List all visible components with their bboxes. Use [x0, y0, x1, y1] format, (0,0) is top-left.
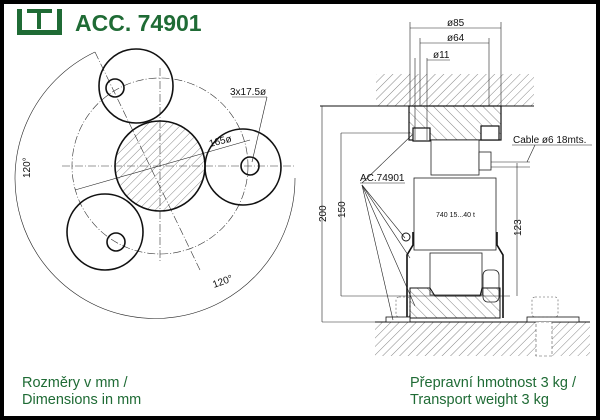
height-123-label: 123: [513, 219, 524, 236]
drawing-sheet: ACC. 74901 3x17.5ø 165ø 120° 120°: [4, 4, 596, 416]
pitch-diameter-label: 165ø: [208, 134, 233, 150]
weight-note-en: Transport weight 3 kg: [410, 392, 549, 408]
dimensions-note-cz: Rozměry v mm /: [22, 375, 129, 391]
brand-logo: [17, 9, 62, 35]
angle-label-bottom: 120°: [211, 273, 234, 290]
load-cell-body: [413, 177, 497, 251]
plan-view: 3x17.5ø 165ø 120° 120°: [14, 48, 296, 319]
angle-label-left: 120°: [22, 157, 33, 178]
dimensions-note-en: Dimensions in mm: [22, 392, 141, 408]
height-150-label: 150: [337, 201, 348, 218]
side-view: ø85 ø64 ø11 740 15...40 t 200 150 123: [318, 18, 592, 357]
cell-label: 740 15...40 t: [436, 212, 475, 219]
height-200-label: 200: [318, 205, 329, 222]
page-title: ACC. 74901: [75, 10, 202, 36]
dia-11-label: ø11: [433, 50, 450, 61]
technical-drawing: ACC. 74901 3x17.5ø 165ø 120° 120°: [14, 9, 592, 408]
dia-64-label: ø64: [447, 33, 465, 44]
weight-note-cz: Přepravní hmotnost 3 kg /: [410, 375, 577, 391]
load-cell-section: [114, 120, 206, 212]
accessory-label: AC.74901: [360, 173, 405, 184]
hole-label: 3x17.5ø: [230, 87, 266, 98]
cable-label: Cable ø6 18mts.: [513, 135, 586, 146]
dia-85-label: ø85: [447, 18, 465, 29]
